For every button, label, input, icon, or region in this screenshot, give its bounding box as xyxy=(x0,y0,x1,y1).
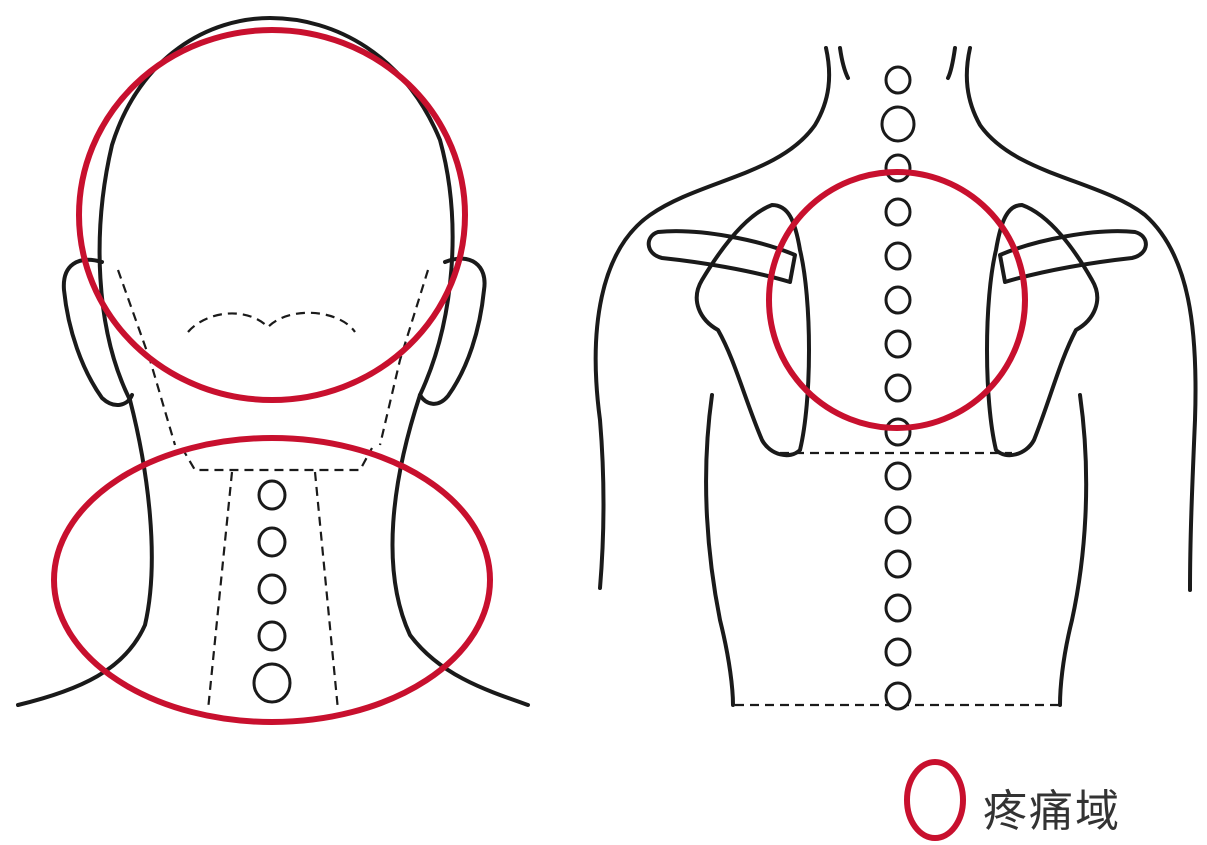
vertebra xyxy=(259,528,285,556)
vertebra xyxy=(886,331,910,357)
vertebra xyxy=(886,375,910,401)
muscle-right-dashed xyxy=(380,270,428,445)
vertebra xyxy=(886,287,910,313)
neck-inner-left xyxy=(840,48,848,78)
vertebra xyxy=(886,155,910,181)
vertebra xyxy=(886,243,910,269)
vertebra xyxy=(259,575,285,603)
upper-back-panel xyxy=(596,48,1196,709)
vertebra xyxy=(886,683,910,709)
legend-label: 疼痛域 xyxy=(983,775,1121,839)
spine-channel-left-dashed xyxy=(208,472,232,710)
cervical-vertebrae xyxy=(254,481,290,702)
vertebra xyxy=(259,481,285,509)
vertebra xyxy=(886,551,910,577)
vertebra xyxy=(886,595,910,621)
skull-base-dashed xyxy=(188,313,355,332)
vertebra xyxy=(254,664,290,702)
legend-pain-symbol xyxy=(907,762,963,838)
thoracic-vertebrae xyxy=(882,67,914,709)
vertebra xyxy=(886,507,910,533)
neck-left-line xyxy=(18,400,152,705)
neck-shoulder-left-outline xyxy=(596,48,829,588)
head-neck-panel xyxy=(18,18,528,722)
back-right-outline xyxy=(1060,395,1086,705)
vertebra xyxy=(886,463,910,489)
vertebra xyxy=(886,419,910,445)
vertebra xyxy=(886,67,910,93)
vertebra xyxy=(882,107,914,141)
vertebra xyxy=(886,639,910,665)
spine-channel-right-dashed xyxy=(315,472,338,710)
back-left-outline xyxy=(706,395,733,705)
occiput-box-dashed xyxy=(182,448,372,470)
neck-inner-right xyxy=(948,48,955,78)
vertebra xyxy=(259,622,285,650)
vertebra xyxy=(886,199,910,225)
pain-region-head xyxy=(79,30,465,400)
neck-right-line xyxy=(392,395,528,705)
neck-shoulder-right-outline xyxy=(967,48,1196,590)
